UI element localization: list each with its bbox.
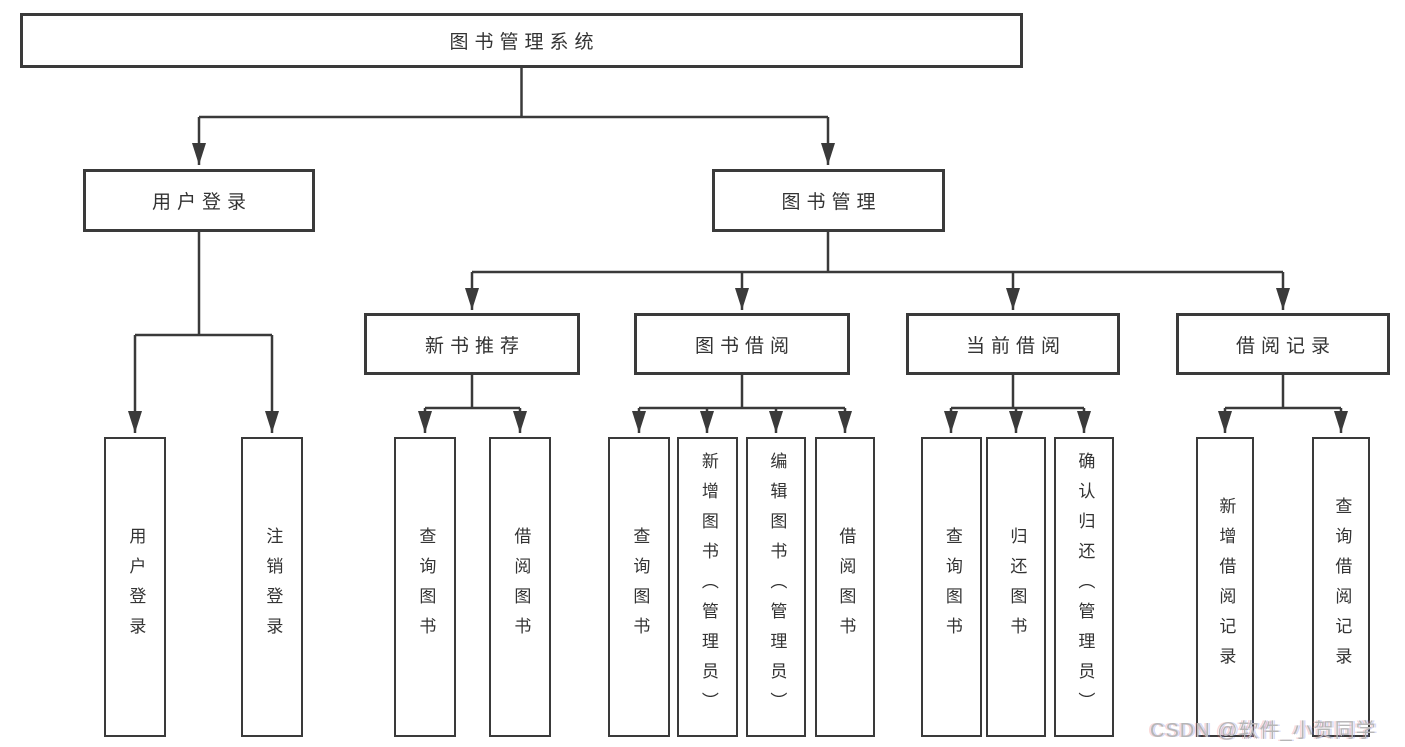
node-book-management: 图书管理 [712, 169, 945, 232]
leaf-logout: 注销登录 [241, 437, 303, 737]
node-borrowing-records: 借阅记录 [1176, 313, 1390, 375]
leaf-add-borrow-record-label: 新增借阅记录 [1216, 497, 1236, 677]
leaf-query-borrow-record-label: 查询借阅记录 [1332, 497, 1352, 677]
leaf-recommend-borrow-books-label: 借阅图书 [511, 527, 531, 647]
leaf-user-login-label: 用户登录 [126, 527, 146, 647]
leaf-current-query-books-label: 查询图书 [942, 527, 962, 647]
leaf-recommend-borrow-books: 借阅图书 [489, 437, 551, 737]
leaf-confirm-return-admin: 确认归还（管理员） [1054, 437, 1114, 737]
leaf-add-book-admin-label: 新增图书（管理员） [698, 452, 718, 722]
leaf-query-borrow-record: 查询借阅记录 [1312, 437, 1370, 737]
node-current-borrowing: 当前借阅 [906, 313, 1120, 375]
leaf-recommend-query-books: 查询图书 [394, 437, 456, 737]
node-library-management-system: 图书管理系统 [20, 13, 1023, 68]
leaf-confirm-return-admin-label: 确认归还（管理员） [1075, 452, 1095, 722]
leaf-recommend-query-books-label: 查询图书 [416, 527, 436, 647]
leaf-borrowing-query-books: 查询图书 [608, 437, 670, 737]
leaf-logout-label: 注销登录 [263, 527, 283, 647]
leaf-borrowing-borrow-books-label: 借阅图书 [836, 527, 856, 647]
leaf-return-books-label: 归还图书 [1007, 527, 1027, 647]
leaf-return-books: 归还图书 [986, 437, 1046, 737]
leaf-user-login: 用户登录 [104, 437, 166, 737]
leaf-current-query-books: 查询图书 [921, 437, 982, 737]
leaf-edit-book-admin-label: 编辑图书（管理员） [767, 452, 787, 722]
leaf-borrowing-query-books-label: 查询图书 [630, 527, 650, 647]
leaf-edit-book-admin: 编辑图书（管理员） [746, 437, 806, 737]
leaf-add-borrow-record: 新增借阅记录 [1196, 437, 1254, 737]
node-book-borrowing: 图书借阅 [634, 313, 850, 375]
node-new-book-recommend: 新书推荐 [364, 313, 580, 375]
leaf-borrowing-borrow-books: 借阅图书 [815, 437, 875, 737]
watermark: CSDN @软件_小贺同学 [1150, 720, 1377, 742]
node-user-login: 用户登录 [83, 169, 315, 232]
leaf-add-book-admin: 新增图书（管理员） [677, 437, 738, 737]
